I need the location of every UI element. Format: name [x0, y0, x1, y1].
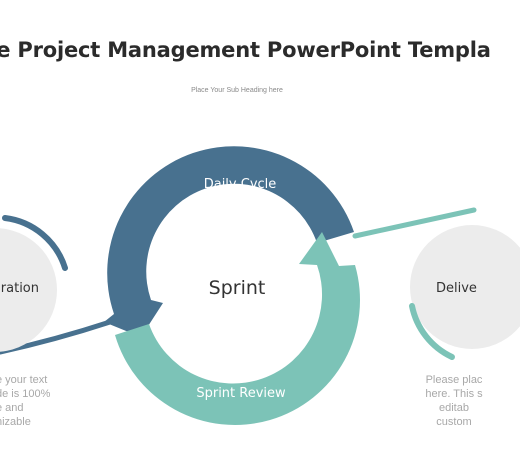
slide-title: le Project Management PowerPoint Templa	[0, 38, 491, 62]
left-accent-arc	[2, 215, 68, 271]
sprint-cycle-diagram: Daily Cycle Sprint Review Sprint ration …	[0, 146, 520, 425]
daily-cycle-arrow	[104, 146, 354, 337]
slide: le Project Management PowerPoint Templa …	[0, 38, 520, 428]
right-stage-circle	[410, 225, 520, 349]
center-sprint-label: Sprint	[209, 277, 266, 299]
slide-subheading: Place Your Sub Heading here	[191, 87, 283, 94]
sprint-review-label: Sprint Review	[196, 386, 286, 401]
right-connector-line	[352, 207, 477, 239]
right-circle-label: Delive	[436, 281, 477, 296]
sprint-review-arrow	[115, 232, 361, 425]
daily-cycle-label: Daily Cycle	[204, 177, 277, 192]
right-accent-arc	[409, 303, 455, 360]
left-circle-label: ration	[1, 281, 39, 296]
left-stage-circle	[0, 228, 57, 352]
right-description-text: Please plac here. This s editab custom	[425, 374, 483, 428]
left-description-text: e your text de is 100% e and nizable	[0, 374, 51, 428]
